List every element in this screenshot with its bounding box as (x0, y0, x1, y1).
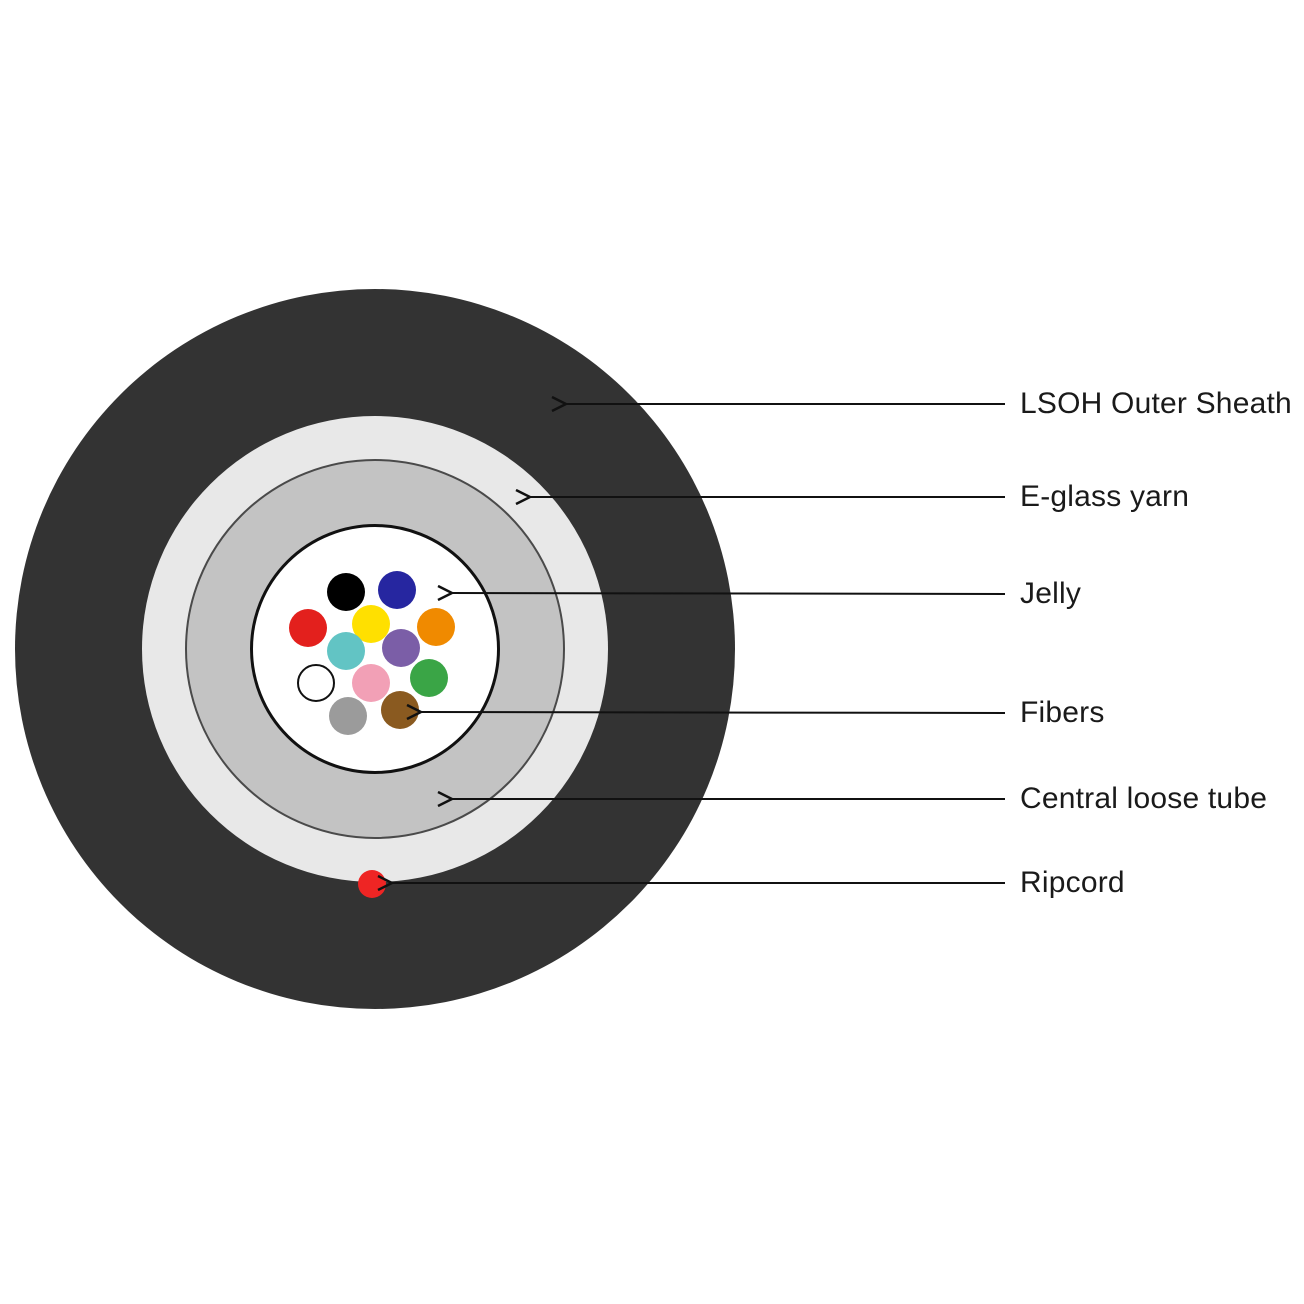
label-ripcord: Ripcord (1020, 866, 1125, 899)
fiber-dot-orange (417, 608, 455, 646)
label-lsoh-outer-sheath: LSOH Outer Sheath (1020, 387, 1292, 420)
fiber-dot-white (297, 664, 335, 702)
central-loose-tube-ring (185, 459, 565, 839)
ripcord-dot (358, 870, 386, 898)
fiber-dot-aqua (327, 632, 365, 670)
fiber-dot-slate (329, 697, 367, 735)
label-eglass-yarn: E-glass yarn (1020, 480, 1190, 513)
fiber-dot-violet (382, 629, 420, 667)
fiber-dot-brown (381, 691, 419, 729)
fiber-dot-green (410, 659, 448, 697)
label-jelly: Jelly (1020, 577, 1082, 610)
fiber-dot-blue (378, 571, 416, 609)
fiber-dot-rose (352, 664, 390, 702)
fiber-dot-red (289, 609, 327, 647)
label-fibers: Fibers (1020, 696, 1105, 729)
fiber-dot-black (327, 573, 365, 611)
jelly-circle (250, 524, 500, 774)
label-central-loose-tube: Central loose tube (1020, 782, 1268, 815)
